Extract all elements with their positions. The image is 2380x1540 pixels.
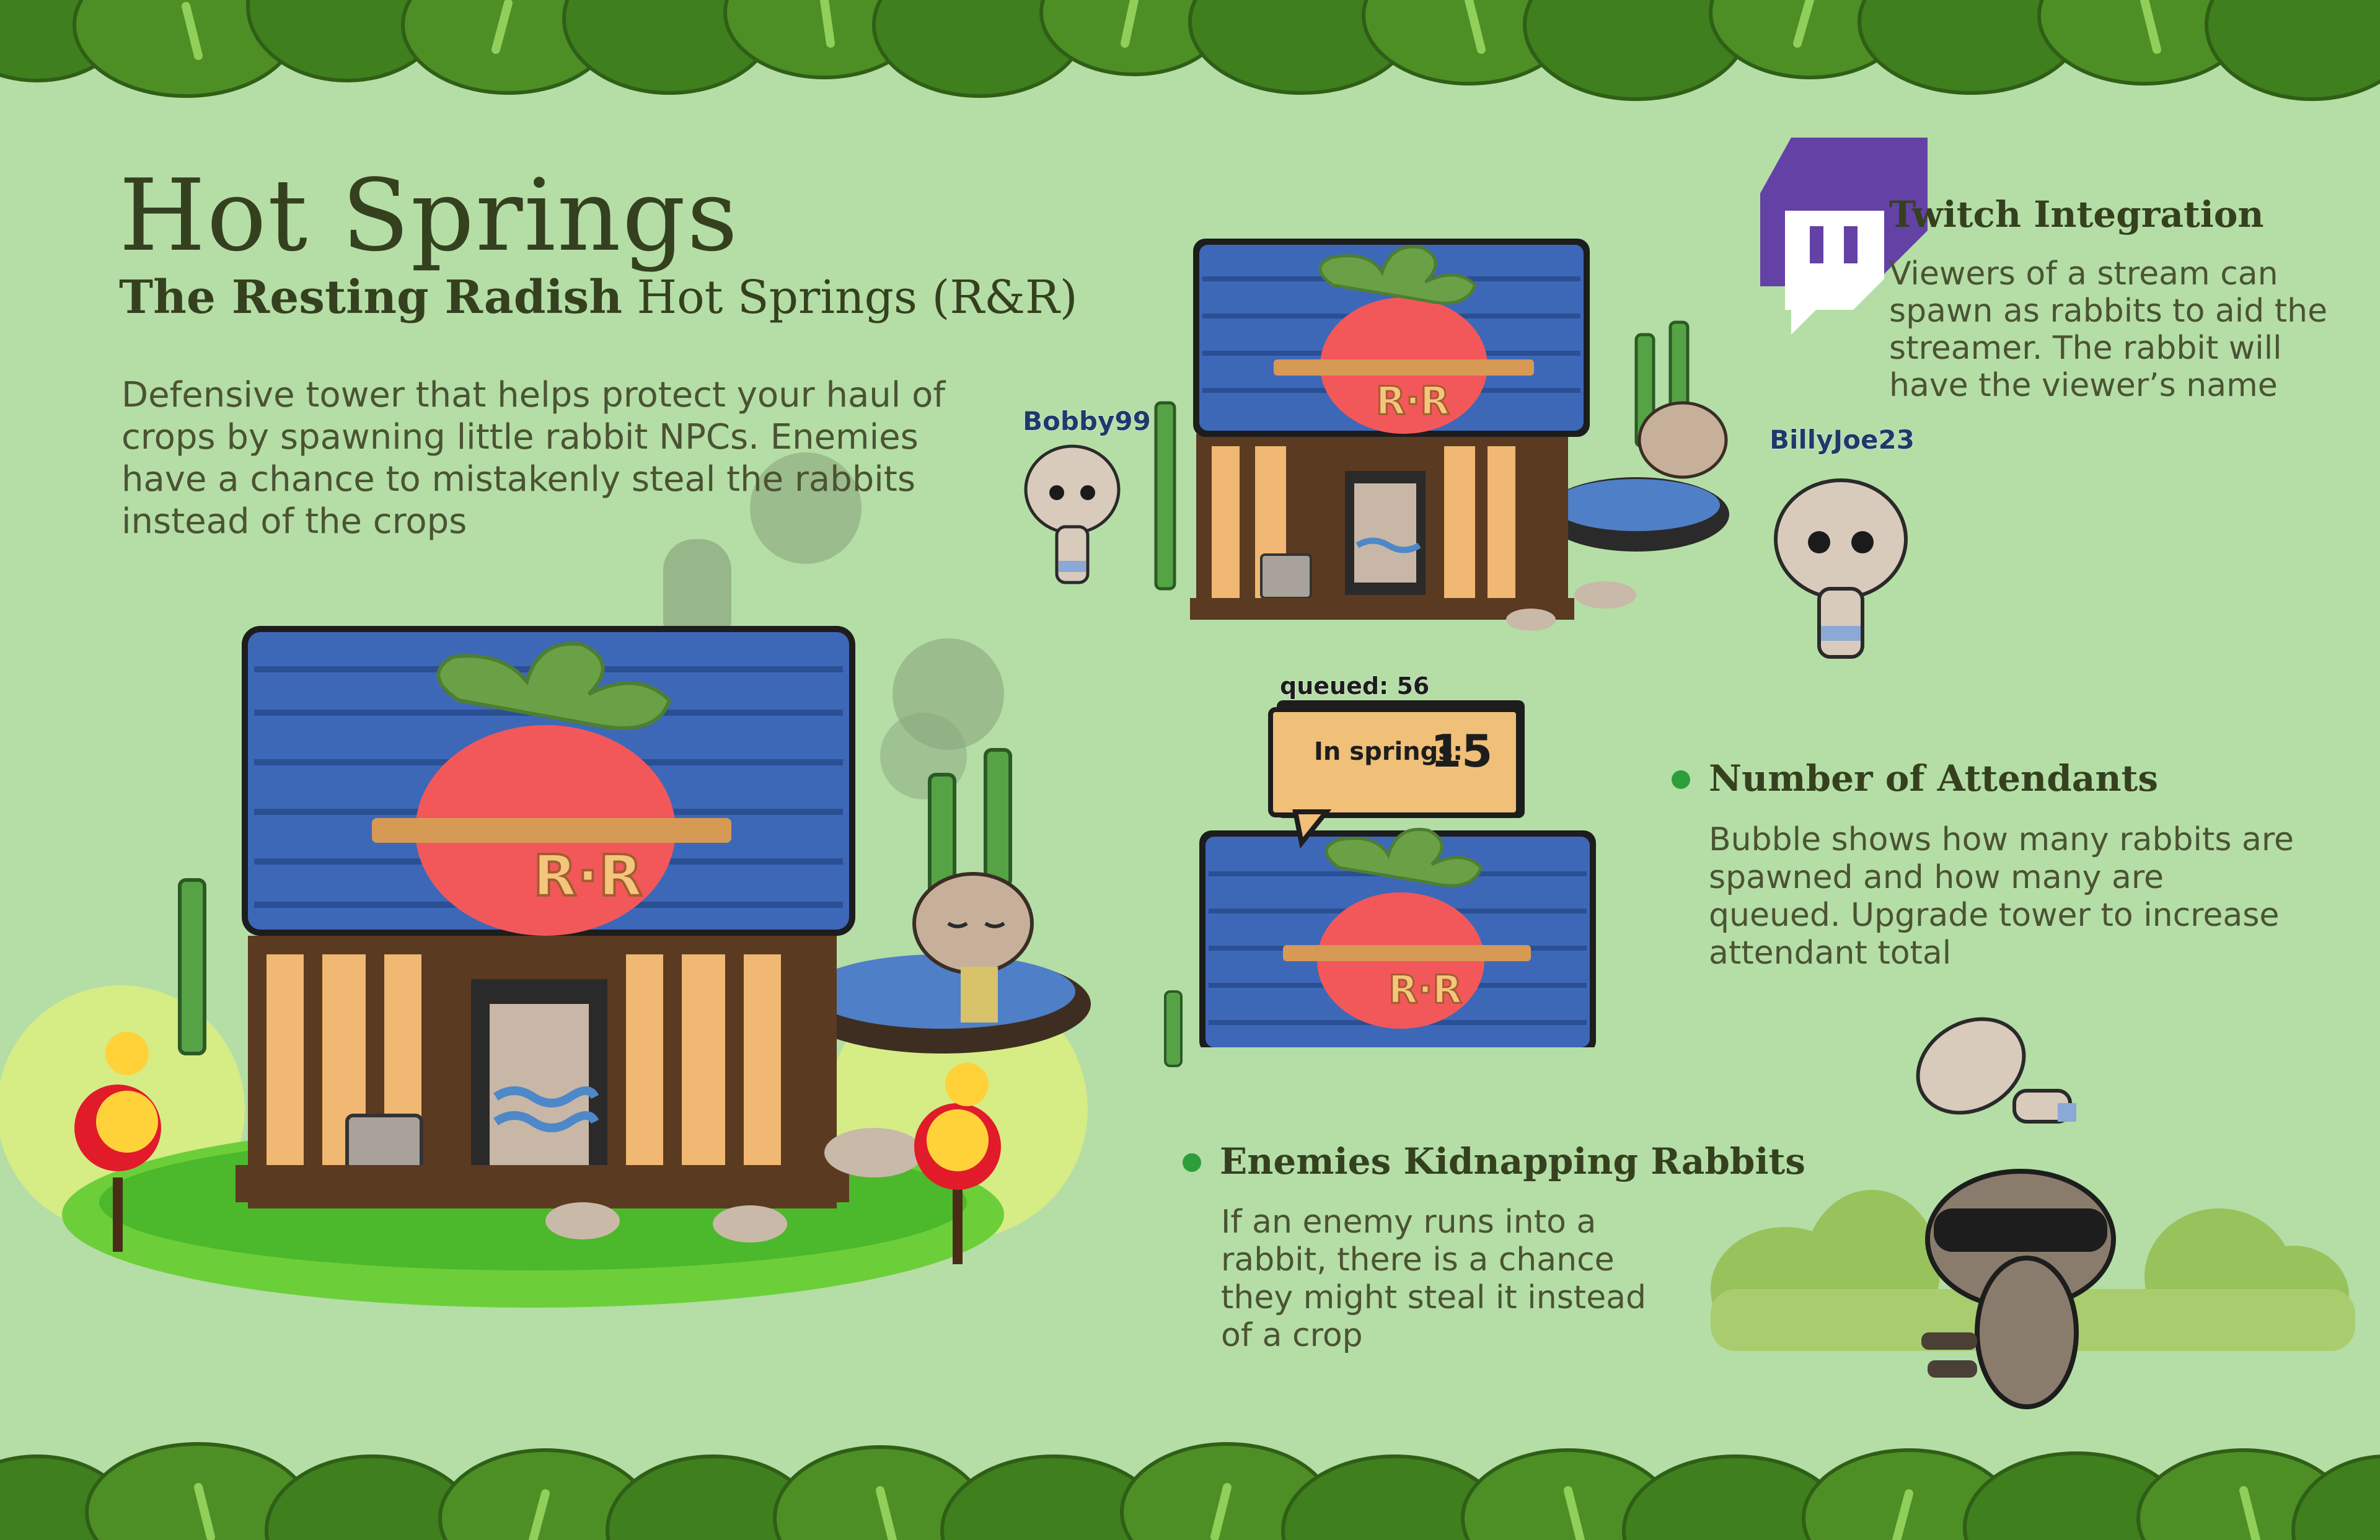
subtitle-bold: The Resting Radish xyxy=(119,271,623,324)
attendants-tower-sign-text: R·R xyxy=(1387,966,1463,1013)
page-title: Hot Springs xyxy=(119,157,739,273)
subtitle-rest: Hot Springs (R&R) xyxy=(622,271,1078,324)
attendants-heading: Number of Attendants xyxy=(1709,757,2158,799)
bullet-dot xyxy=(1183,1153,1201,1172)
queued-count-label: queued: 56 xyxy=(1279,672,1430,700)
page-subtitle: The Resting Radish Hot Springs (R&R) xyxy=(119,271,1078,324)
intro-description: Defensive tower that helps protect your … xyxy=(121,375,946,542)
username-label-billyjoe: BillyJoe23 xyxy=(1770,425,1915,455)
kidnap-description: If an enemy runs into a rabbit, there is… xyxy=(1221,1203,1647,1354)
kidnap-heading: Enemies Kidnapping Rabbits xyxy=(1220,1140,1805,1182)
in-springs-label: In springs: xyxy=(1314,737,1463,766)
twitch-description: Viewers of a stream can spawn as rabbits… xyxy=(1889,255,2328,404)
attendants-description: Bubble shows how many rabbits are spawne… xyxy=(1709,821,2294,972)
twitch-heading: Twitch Integration xyxy=(1889,193,2264,235)
username-label-bobby: Bobby99 xyxy=(1023,406,1152,437)
twitch-tower-sign-text: R·R xyxy=(1375,377,1450,425)
bullet-dot xyxy=(1672,770,1690,789)
in-springs-value: 15 xyxy=(1430,725,1493,777)
tower-sign-text: R·R xyxy=(532,842,644,910)
